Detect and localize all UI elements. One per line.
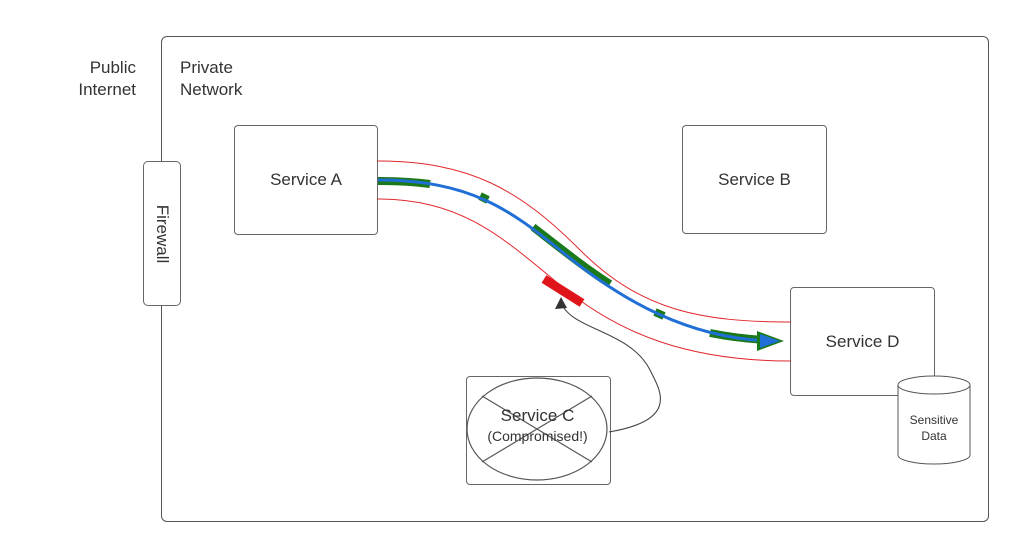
service-b: Service B — [682, 125, 827, 234]
public-internet-line-1: Public — [89, 58, 136, 77]
attack-arrowhead — [555, 297, 567, 309]
flow-line — [377, 178, 776, 343]
flow-arrowhead — [760, 334, 780, 348]
blocked-indicator — [541, 275, 585, 307]
attack-attempt-arrow — [560, 301, 661, 433]
private-network-label: Private Network — [180, 57, 242, 101]
firewall: Firewall — [143, 161, 181, 306]
service-c-status: (Compromised!) — [487, 428, 588, 444]
service-a-label: Service A — [270, 170, 342, 189]
service-c-label: Service C — [500, 406, 575, 425]
private-network-line-1: Private — [180, 58, 233, 77]
service-d-label: Service D — [825, 331, 900, 351]
sensitive-data-line-2: Data — [921, 429, 947, 443]
sensitive-data-db — [897, 375, 971, 465]
sensitive-data-line-1: Sensitive — [909, 413, 959, 427]
service-c-ellipse — [466, 377, 608, 481]
service-b-label: Service B — [718, 169, 791, 189]
public-internet-label: Public Internet — [40, 57, 136, 101]
tunnel-upper-boundary — [376, 160, 792, 323]
encrypted-segment-3 — [530, 223, 613, 288]
sensitive-data-label: Sensitive Data — [898, 412, 970, 444]
service-c-cross-line-2 — [481, 395, 593, 463]
service-c-text: Service C (Compromised!) — [466, 405, 609, 445]
public-internet-line-2: Internet — [78, 80, 136, 99]
service-a: Service A — [234, 125, 378, 235]
private-network-line-2: Network — [180, 80, 243, 99]
